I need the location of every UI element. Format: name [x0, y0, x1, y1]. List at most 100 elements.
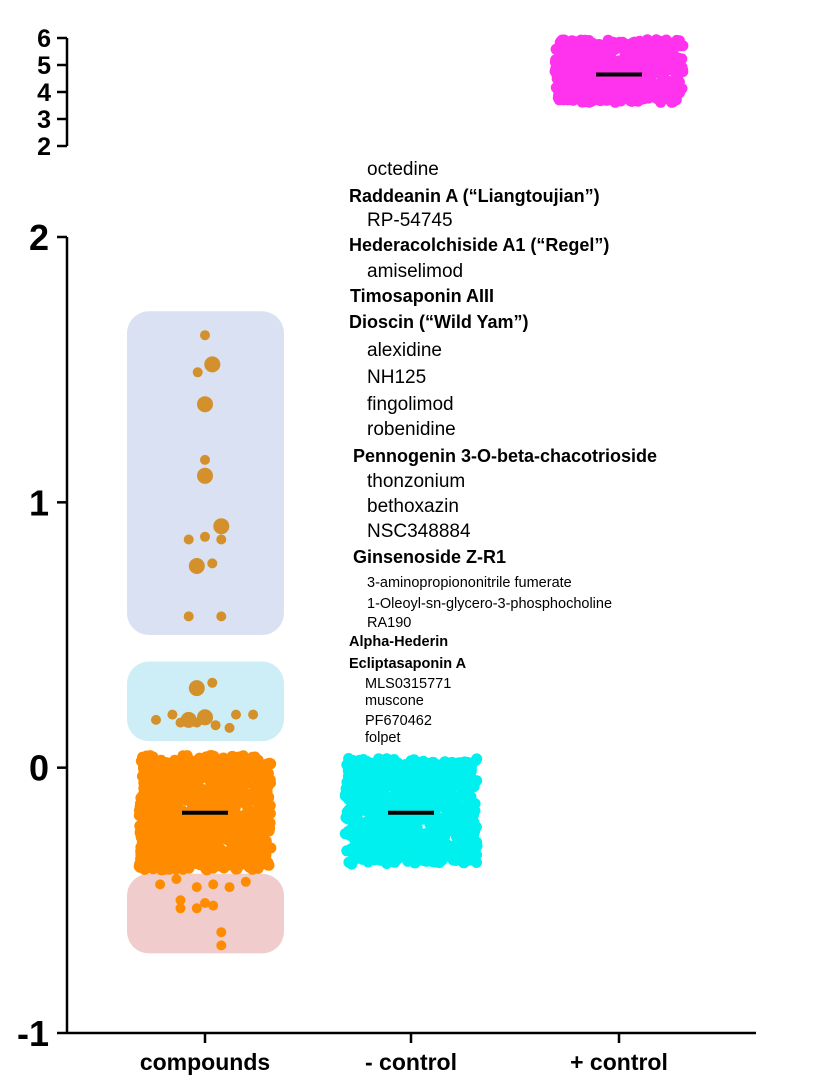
annotation-label: Hederacolchiside A1 (“Regel”) [349, 235, 609, 255]
data-point [185, 789, 197, 801]
data-point [465, 760, 477, 772]
data-point [242, 790, 253, 802]
data-point [151, 769, 163, 781]
data-point [460, 833, 472, 845]
data-point [588, 59, 600, 70]
data-point [141, 750, 153, 762]
data-point [427, 756, 439, 768]
data-point [647, 68, 659, 80]
data-point-hit [207, 677, 218, 688]
data-point [387, 755, 399, 767]
annotation-label: amiselimod [367, 261, 463, 282]
data-point [439, 776, 450, 787]
data-point [197, 798, 209, 810]
data-point [357, 842, 369, 854]
data-point [410, 790, 422, 802]
data-point [148, 827, 160, 839]
data-point [450, 831, 462, 843]
data-point [376, 853, 388, 865]
data-point-hit [216, 927, 227, 938]
data-point [428, 825, 440, 837]
data-point-hit [216, 534, 227, 545]
data-point [211, 816, 222, 828]
data-point [204, 750, 216, 762]
data-point [587, 38, 599, 49]
data-point [373, 840, 385, 852]
lower-tick-label: 2 [29, 217, 49, 258]
data-points [133, 34, 689, 951]
data-point [351, 812, 363, 824]
data-point [225, 756, 237, 768]
data-point [189, 779, 201, 791]
data-point [219, 788, 231, 800]
data-point [134, 861, 146, 873]
data-point [671, 37, 683, 49]
annotation-label: NH125 [367, 367, 426, 388]
data-point [342, 825, 354, 837]
data-point [560, 93, 572, 105]
annotation-label: Dioscin (“Wild Yam”) [349, 312, 529, 332]
data-point [632, 84, 644, 95]
data-point [392, 789, 404, 801]
median-lines [182, 72, 642, 815]
data-point [447, 854, 459, 866]
band-negative-hits [127, 873, 284, 954]
data-point [165, 792, 176, 804]
data-point [342, 813, 354, 825]
data-point-hit [191, 903, 202, 914]
data-point [184, 820, 195, 831]
data-point [143, 843, 155, 855]
annotation-label: Alpha-Hederin [349, 634, 448, 650]
annotation-label: 3-aminopropiononitrile fumerate [367, 575, 572, 591]
data-point [395, 774, 407, 786]
data-point [256, 829, 268, 841]
data-point [562, 38, 574, 50]
data-point-hit [183, 534, 194, 545]
data-point [454, 803, 466, 815]
data-point [436, 795, 448, 807]
data-point [422, 784, 434, 796]
data-point-hit [175, 903, 186, 914]
data-point [341, 759, 353, 771]
annotation-label: 1-Oleoyl-sn-glycero-3-phosphocholine [367, 596, 612, 612]
data-point [643, 92, 654, 104]
data-point [135, 798, 146, 809]
data-point-hit [204, 356, 221, 373]
data-point [194, 859, 206, 871]
annotation-label: Raddeanin A (“Liangtoujian”) [349, 186, 600, 206]
data-point [550, 68, 562, 79]
category-label: - control [365, 1049, 457, 1075]
data-point [363, 805, 375, 817]
data-point [471, 775, 483, 787]
data-point [377, 812, 389, 824]
annotation-label: Ecliptasaponin A [349, 656, 467, 672]
upper-tick-label: 6 [37, 25, 51, 53]
data-point [356, 783, 368, 795]
data-point-hit [200, 898, 210, 908]
data-point-hit [167, 709, 178, 720]
data-point-hit [171, 874, 182, 885]
data-point [462, 787, 474, 799]
data-point [250, 769, 262, 781]
data-point [261, 794, 273, 806]
data-point [196, 829, 208, 840]
data-point-hit [183, 611, 194, 622]
data-point [428, 770, 440, 782]
data-point [439, 756, 451, 768]
annotation-label: Timosaponin AIII [350, 286, 494, 306]
data-point [153, 784, 165, 796]
data-point [392, 853, 403, 865]
data-point [198, 765, 210, 777]
data-point-hit [224, 882, 235, 893]
data-point [662, 75, 674, 87]
data-point [416, 797, 427, 809]
data-point [226, 830, 238, 842]
data-point-hit [224, 722, 235, 733]
annotation-label: folpet [365, 730, 400, 746]
data-point [210, 832, 222, 844]
data-point [174, 840, 186, 852]
data-point [359, 760, 371, 772]
annotation-label: thonzonium [367, 471, 465, 492]
data-point [356, 796, 368, 808]
